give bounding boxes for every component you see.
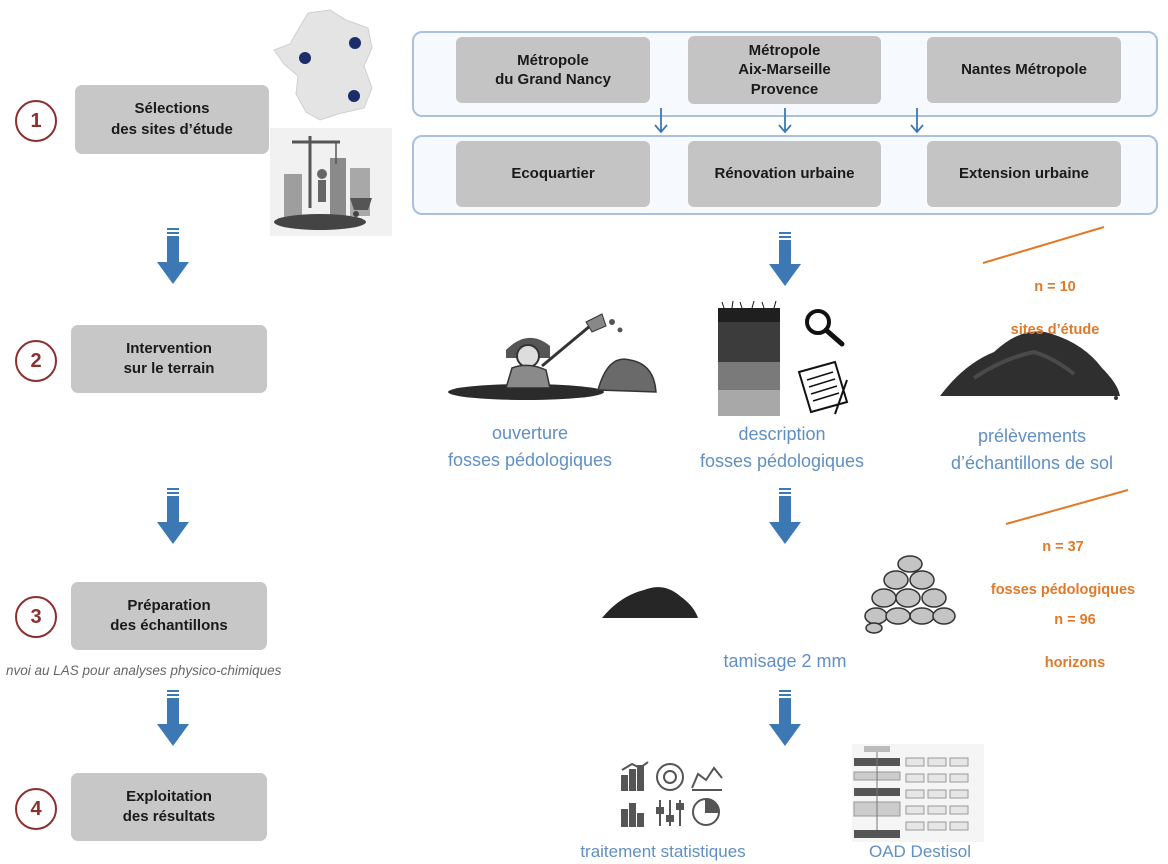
- step-1-number: 1: [15, 100, 57, 142]
- magnifier-icon: [805, 309, 845, 347]
- notepad-icon: [797, 360, 849, 415]
- count-horizons: n = 96 horizons: [1000, 588, 1150, 697]
- count-fosses-label: fosses pédologiques: [990, 582, 1136, 599]
- center-arrow-2: [769, 488, 801, 544]
- count-horizons-label: horizons: [1044, 655, 1106, 672]
- metropole-nancy: Métropole du Grand Nancy: [456, 37, 650, 103]
- site-type-renovation: Rénovation urbaine: [688, 141, 881, 207]
- count-horizons-value: n = 96: [1054, 611, 1096, 628]
- left-arrow-2: [157, 488, 189, 544]
- step-4-number: 4: [15, 788, 57, 830]
- center-arrow-1: [769, 232, 801, 286]
- action-ouverture: ouverture fosses pédologiques: [447, 423, 613, 470]
- gravel-pile-icon: [864, 555, 956, 634]
- step-2-box: Intervention sur le terrain: [71, 325, 267, 393]
- site-type-ecoquartier: Ecoquartier: [456, 141, 650, 207]
- count-sites: n = 10 sites d’étude: [980, 255, 1130, 364]
- left-arrow-1: [157, 228, 189, 284]
- soil-profile-icon: [718, 300, 780, 416]
- action-description: description fosses pédologiques: [699, 424, 865, 471]
- step-3-number: 3: [15, 596, 57, 638]
- action-prelevements: prélèvements d’échantillons de sol: [950, 426, 1114, 473]
- left-arrow-3: [157, 690, 189, 746]
- count-sites-value: n = 10: [1034, 278, 1076, 295]
- metropole-aix-marseille: Métropole Aix-Marseille Provence: [688, 36, 881, 104]
- count-fosses-value: n = 37: [1042, 538, 1084, 555]
- metropole-nantes: Nantes Métropole: [927, 37, 1121, 103]
- soil-pile-large-icon: [940, 331, 1120, 400]
- center-arrow-3: [769, 690, 801, 746]
- flowchart-icon: [852, 744, 984, 842]
- site-type-extension: Extension urbaine: [927, 141, 1121, 207]
- count-fosses: n = 37 fosses pédologiques: [988, 515, 1138, 624]
- soil-pile-icon: [602, 587, 698, 618]
- digging-worker-icon: [448, 313, 657, 400]
- step-3-box: Préparation des échantillons: [71, 582, 267, 650]
- output-statistics: traitement statistiques: [580, 842, 746, 861]
- france-map-icon: [273, 9, 373, 121]
- sieving-label: tamisage 2 mm: [723, 651, 847, 671]
- panel-connector-arrows: [654, 108, 924, 134]
- output-oad-destisol: OAD Destisol: [868, 842, 972, 861]
- count-sites-label: sites d’étude: [1010, 322, 1100, 339]
- construction-site-icon: [270, 128, 392, 236]
- statistics-icons: [621, 761, 723, 827]
- step-4-box: Exploitation des résultats: [71, 773, 267, 841]
- step-2-number: 2: [15, 340, 57, 382]
- step-3-note: nvoi au LAS pour analyses physico-chimiq…: [6, 663, 282, 678]
- step-1-box: Sélections des sites d’étude: [75, 85, 269, 154]
